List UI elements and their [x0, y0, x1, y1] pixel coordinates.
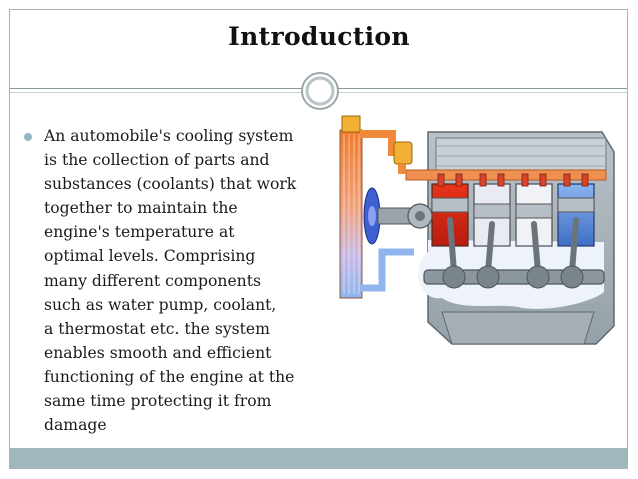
page-title: Introduction: [228, 22, 410, 51]
bullet-paragraph: An automobile's cooling system is the co…: [44, 124, 344, 437]
bullet-line: optimal levels. Comprising: [44, 247, 256, 266]
bullet-line: a thermostat etc. the system: [44, 319, 270, 338]
bullet-line: enables smooth and efficient: [44, 343, 272, 362]
bullet-line: such as water pump, coolant,: [44, 295, 277, 314]
bullet-line: engine's temperature at: [44, 223, 235, 242]
ring-badge-icon: [301, 72, 339, 110]
bullet-line: many different components: [44, 271, 261, 290]
bullet-line: substances (coolants) that work: [44, 175, 297, 194]
bullet-line: same time protecting it from: [44, 392, 272, 411]
bullet-line: together to maintain the: [44, 199, 238, 218]
bullet-line: is the collection of parts and: [44, 151, 270, 170]
bullet-marker: [24, 133, 32, 141]
footer-accent-bar: [10, 448, 627, 468]
bullet-line: An automobile's cooling system: [44, 127, 294, 145]
bullet-line: functioning of the engine at the: [44, 367, 295, 386]
bullet-line: damage: [44, 416, 107, 435]
engine-cooling-diagram-icon: [339, 115, 615, 345]
